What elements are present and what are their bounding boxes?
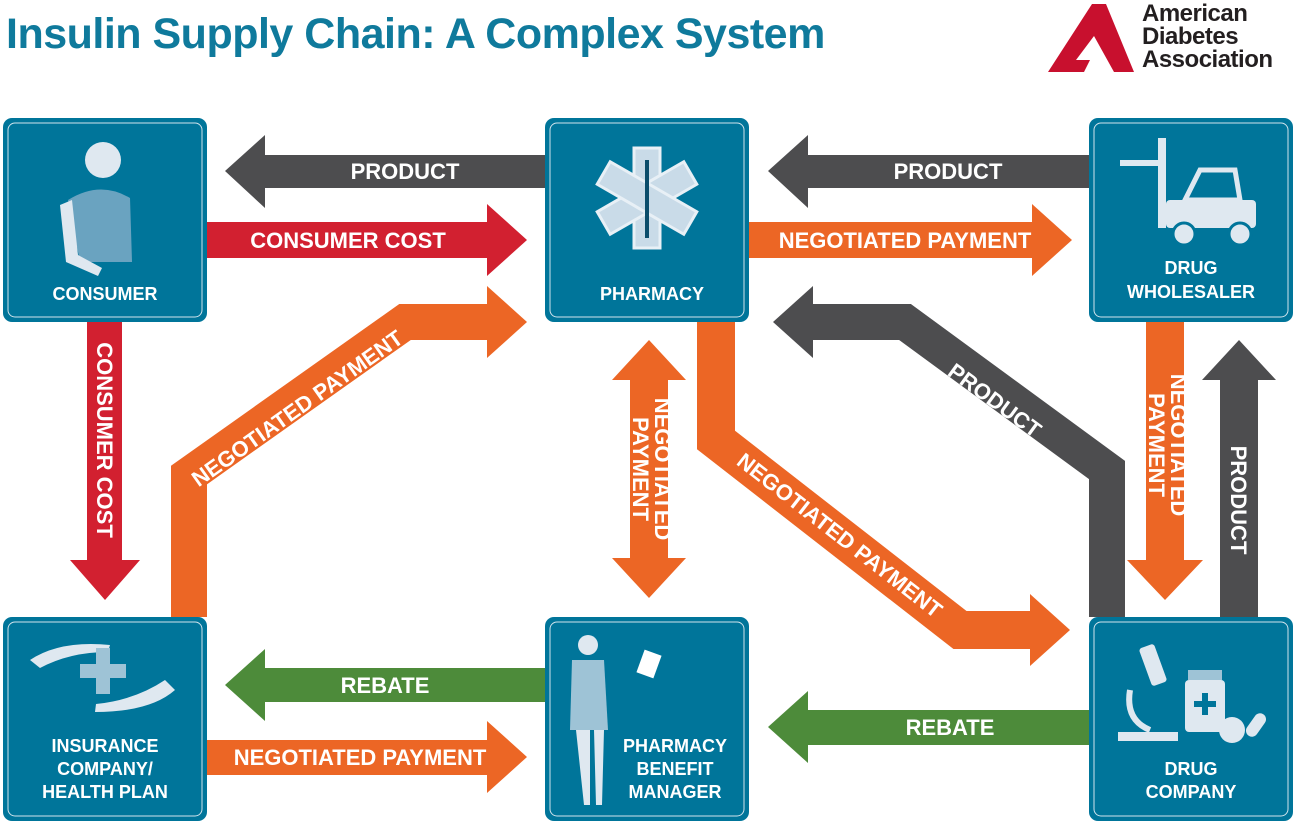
hands-cross-icon	[30, 644, 175, 712]
svg-text:CONSUMER COST: CONSUMER COST	[92, 342, 117, 538]
svg-text:REBATE: REBATE	[906, 715, 995, 740]
svg-text:COMPANY/: COMPANY/	[57, 759, 153, 779]
forklift-icon	[1120, 138, 1256, 247]
logo-line: American	[1142, 0, 1248, 27]
person-icon	[60, 142, 132, 276]
svg-text:REBATE: REBATE	[341, 673, 430, 698]
arrow-product-drug-company-wholesaler: PRODUCT	[1202, 340, 1276, 617]
svg-text:CONSUMER COST: CONSUMER COST	[250, 228, 446, 253]
arrow-consumer-cost-pharmacy: CONSUMER COST	[207, 204, 527, 276]
logo-line: Diabetes	[1142, 23, 1239, 50]
arrow-payment-pharmacy-pbm: NEGOTIATED PAYMENT	[612, 340, 686, 598]
node-wholesaler: DRUG WHOLESALER	[1089, 118, 1293, 322]
svg-text:NEGOTIATED PAYMENT: NEGOTIATED PAYMENT	[732, 448, 947, 623]
svg-text:PRODUCT: PRODUCT	[351, 159, 460, 184]
logo-line: Association	[1142, 46, 1273, 73]
svg-text:MANAGER: MANAGER	[629, 782, 722, 802]
ada-logo: American Diabetes Association	[1046, 2, 1300, 74]
ada-triangle-icon	[1048, 4, 1134, 72]
svg-text:DRUG: DRUG	[1165, 258, 1218, 278]
arrow-payment-wholesaler-drug-company: NEGOTIATED PAYMENT	[1127, 322, 1203, 600]
arrow-payment-insurance-pharmacy: NEGOTIATED PAYMENT	[171, 286, 527, 617]
svg-text:PRODUCT: PRODUCT	[894, 159, 1003, 184]
svg-text:PAYMENT: PAYMENT	[1144, 393, 1169, 497]
svg-text:DRUG: DRUG	[1165, 759, 1218, 779]
star-of-life-icon	[595, 146, 699, 250]
microscope-pills-icon	[1118, 644, 1267, 743]
svg-text:PAYMENT: PAYMENT	[628, 417, 653, 521]
svg-text:NEGOTIATED PAYMENT: NEGOTIATED PAYMENT	[187, 325, 408, 492]
businesswoman-icon	[570, 635, 662, 805]
arrow-rebate-pbm-insurance: REBATE	[225, 649, 545, 721]
node-drug-company: DRUG COMPANY	[1089, 617, 1293, 821]
svg-text:NEGOTIATED PAYMENT: NEGOTIATED PAYMENT	[234, 745, 487, 770]
page-title: Insulin Supply Chain: A Complex System	[6, 10, 825, 58]
svg-text:COMPANY: COMPANY	[1146, 782, 1237, 802]
arrow-payment-insurance-pbm: NEGOTIATED PAYMENT	[207, 721, 527, 793]
node-consumer: CONSUMER	[3, 118, 207, 322]
svg-text:NEGOTIATED: NEGOTIATED	[1166, 374, 1191, 517]
arrow-payment-pharmacy-wholesaler: NEGOTIATED PAYMENT	[749, 204, 1072, 276]
arrow-consumer-cost-insurance: CONSUMER COST	[70, 322, 140, 600]
arrow-product-pharmacy-consumer: PRODUCT	[225, 135, 545, 208]
svg-text:PHARMACY: PHARMACY	[600, 284, 704, 304]
arrow-payment-pharmacy-drug-company: NEGOTIATED PAYMENT	[697, 322, 1070, 666]
svg-text:NEGOTIATED: NEGOTIATED	[650, 398, 675, 541]
arrow-product-drug-company-pharmacy: PRODUCT	[773, 286, 1125, 617]
node-insurance: INSURANCE COMPANY/ HEALTH PLAN	[3, 617, 207, 821]
node-pharmacy: PHARMACY	[545, 118, 749, 322]
svg-text:PHARMACY: PHARMACY	[623, 736, 727, 756]
arrow-rebate-drug-company-pbm: REBATE	[768, 691, 1089, 763]
svg-text:NEGOTIATED PAYMENT: NEGOTIATED PAYMENT	[779, 228, 1032, 253]
svg-text:PRODUCT: PRODUCT	[1226, 446, 1251, 555]
svg-text:CONSUMER: CONSUMER	[52, 284, 157, 304]
node-pbm: PHARMACY BENEFIT MANAGER	[545, 617, 749, 821]
svg-text:HEALTH PLAN: HEALTH PLAN	[42, 782, 168, 802]
svg-text:INSURANCE: INSURANCE	[51, 736, 158, 756]
arrow-product-wholesaler-pharmacy: PRODUCT	[768, 135, 1089, 208]
svg-text:WHOLESALER: WHOLESALER	[1127, 282, 1255, 302]
svg-text:BENEFIT: BENEFIT	[636, 759, 713, 779]
